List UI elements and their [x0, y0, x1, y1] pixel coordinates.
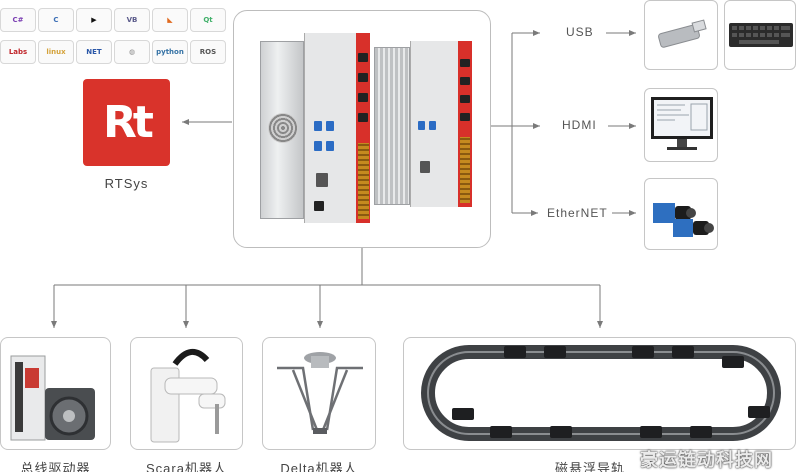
controller-right-icon: [374, 41, 474, 211]
controller-box: [233, 10, 491, 248]
industrial-camera-icon: [653, 203, 714, 237]
rtsys-glyph: Rt: [103, 97, 154, 148]
software-icon: ◣: [152, 8, 188, 32]
rtsys-label: RTSys: [104, 176, 149, 191]
scara-label: Scara机器人: [146, 461, 227, 472]
usb-stick-box: [644, 0, 718, 70]
scara-robot-icon: [150, 349, 226, 443]
software-icon: ▶: [76, 8, 112, 32]
rtsys-logo-icon: Rt: [83, 79, 170, 166]
monitor-icon: [651, 97, 713, 150]
delta-label: Delta机器人: [280, 461, 358, 472]
software-icon: VB: [114, 8, 150, 32]
track-box: [403, 337, 796, 450]
software-icon: C: [38, 8, 74, 32]
software-icon: ROS: [190, 40, 226, 64]
software-icon: linux: [38, 40, 74, 64]
maglev-track-icon: [421, 345, 781, 441]
servo-motor-icon: [10, 355, 95, 441]
software-icon: NET: [76, 40, 112, 64]
camera-box: [644, 178, 718, 250]
watermark: 豪运链动科技网: [640, 450, 773, 470]
software-icon: ◍: [114, 40, 150, 64]
software-icon: Labs: [0, 40, 36, 64]
keyboard-icon: [729, 23, 793, 47]
keyboard-box: [724, 0, 796, 70]
ethernet-label: EtherNET: [547, 206, 608, 220]
track-label: 磁悬浮导轨: [554, 461, 625, 472]
monitor-box: [644, 88, 718, 162]
scara-box: [130, 337, 243, 450]
controller-left-icon: [260, 33, 370, 229]
servo-label: 总线驱动器: [20, 461, 91, 472]
delta-box: [262, 337, 376, 450]
software-icon: C#: [0, 8, 36, 32]
usb-label: USB: [566, 25, 594, 39]
software-icon: Qt: [190, 8, 226, 32]
hdmi-label: HDMI: [562, 118, 597, 132]
software-icon: python: [152, 40, 188, 64]
delta-robot-icon: [277, 352, 363, 434]
usb-stick-icon: [658, 19, 707, 48]
servo-box: [0, 337, 111, 450]
